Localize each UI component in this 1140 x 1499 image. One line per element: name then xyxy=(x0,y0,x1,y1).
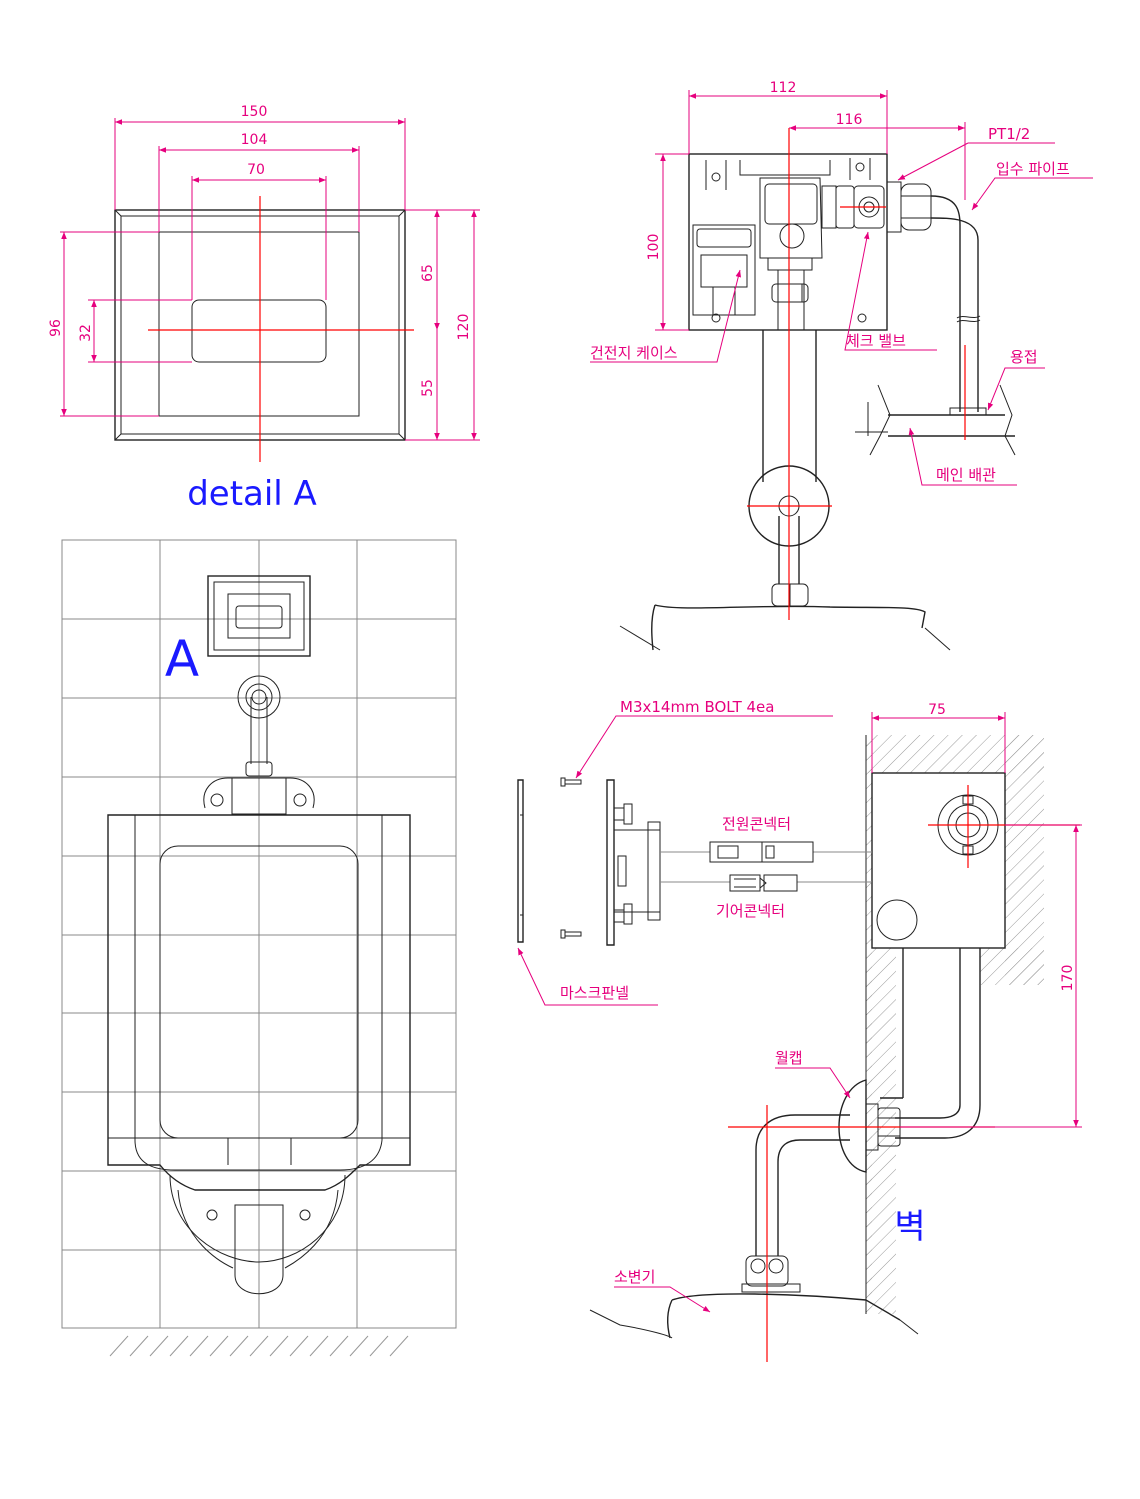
label-check-valve: 체크 밸브 xyxy=(846,332,906,350)
label-urinal: 소변기 xyxy=(614,1268,655,1286)
panel-inner xyxy=(158,231,360,417)
label-inlet-pipe: 입수 파이프 xyxy=(996,160,1070,178)
urinal-bowl xyxy=(107,814,411,1191)
label-bolt: M3x14mm BOLT 4ea xyxy=(620,698,774,716)
installation-side-view: 75 170 M3x14mm BOLT 4ea 전원콘넥터 기어콘넥터 마스크판… xyxy=(517,698,1082,1362)
urinal-front-view: A xyxy=(61,539,457,1357)
mask-panel xyxy=(517,779,524,943)
battery-case xyxy=(692,224,756,316)
label-weld: 용접 xyxy=(1010,348,1038,366)
label-mask-panel: 마스크판넬 xyxy=(560,984,629,1002)
sensor-plate xyxy=(606,779,615,946)
dim-120: 120 xyxy=(456,314,472,341)
label-wall: 벽 xyxy=(894,1207,925,1247)
wall-hatch xyxy=(866,948,896,1314)
dim-65: 65 xyxy=(420,264,436,282)
detail-a-view: 150 104 70 96 32 65 55 120 detail A xyxy=(48,104,480,514)
dim-104: 104 xyxy=(241,132,268,148)
bolt-top xyxy=(560,777,582,787)
dim-75: 75 xyxy=(928,702,946,718)
dim-70: 70 xyxy=(247,162,265,178)
dim-170: 170 xyxy=(1060,965,1076,992)
label-battery-case: 건전지 케이스 xyxy=(590,344,678,362)
bolt-bottom xyxy=(560,929,582,939)
dim-32: 32 xyxy=(78,324,94,342)
dim-96: 96 xyxy=(48,319,64,337)
power-connector xyxy=(709,841,814,863)
dim-112: 112 xyxy=(770,80,797,96)
detail-a-title: detail A xyxy=(187,474,317,514)
gear-connector xyxy=(729,874,798,892)
label-power-connector: 전원콘넥터 xyxy=(722,815,791,833)
sensor-window xyxy=(191,299,327,363)
label-wall-cap: 월캡 xyxy=(775,1049,803,1067)
dim-116: 116 xyxy=(836,112,863,128)
dim-100: 100 xyxy=(646,234,662,261)
wall-cap xyxy=(237,675,281,719)
label-gear-connector: 기어콘넥터 xyxy=(716,902,785,920)
sensor-module xyxy=(613,829,661,913)
sensor-panel xyxy=(207,575,311,657)
dim-150: 150 xyxy=(241,104,268,120)
label-main-pipe: 메인 배관 xyxy=(936,466,996,484)
marker-a: A xyxy=(165,630,199,688)
solenoid xyxy=(759,177,823,259)
valve-side-view: 112 116 100 PT1/2 입수 파이프 건전지 케이스 체크 밸브 용… xyxy=(590,80,1093,651)
valve-box xyxy=(688,153,888,331)
dim-55: 55 xyxy=(420,379,436,397)
install-wall-cap xyxy=(838,1079,867,1173)
label-pt: PT1/2 xyxy=(988,125,1030,143)
install-box xyxy=(871,772,1006,949)
